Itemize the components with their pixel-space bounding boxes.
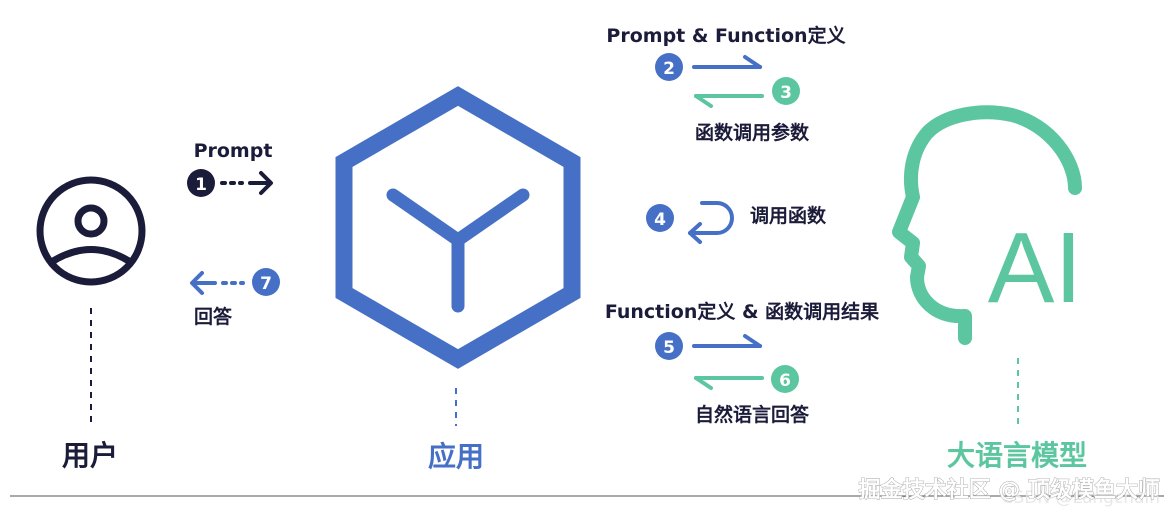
step5-number: 5 <box>663 338 675 358</box>
step5-badge <box>655 332 683 360</box>
user-label: 用户 <box>62 439 118 472</box>
step6-label: 自然语言回答 <box>695 403 810 426</box>
watermark-secondary: CSDN @Langchain <box>1002 488 1160 508</box>
step1-label: Prompt <box>194 140 273 162</box>
ai-head-text: AI <box>988 212 1082 324</box>
step2-arrow <box>692 55 762 69</box>
step3-label: 函数调用参数 <box>695 121 810 144</box>
step4-number: 4 <box>654 210 666 230</box>
step5-label: Function定义 & 函数调用结果 <box>605 300 879 323</box>
ai-head-icon: AI <box>892 105 1082 345</box>
step3-badge <box>772 77 800 105</box>
step2-label: Prompt & Function定义 <box>606 24 845 47</box>
step4-label: 调用函数 <box>750 204 827 227</box>
step2-badge <box>655 53 683 81</box>
step1-badge <box>187 169 215 197</box>
app-hexagon-icon <box>335 86 581 369</box>
step5-arrow <box>692 334 762 348</box>
step1-dotted-arrow <box>220 171 273 195</box>
step2-number: 2 <box>663 59 675 79</box>
app-label: 应用 <box>428 440 484 473</box>
step7-number: 7 <box>260 274 272 294</box>
step6-number: 6 <box>779 371 791 391</box>
step3-number: 3 <box>780 83 792 103</box>
step4-badge <box>646 204 674 232</box>
user-icon <box>36 176 146 286</box>
step4-loop-arrow <box>688 201 734 244</box>
step7-dotted-arrow <box>190 271 245 295</box>
step6-arrow <box>694 376 764 390</box>
llm-label: 大语言模型 <box>947 439 1087 472</box>
step3-arrow <box>694 94 764 108</box>
step7-label: 回答 <box>194 305 233 328</box>
step1-number: 1 <box>195 175 207 195</box>
step7-badge <box>252 268 280 296</box>
step6-badge <box>771 365 799 393</box>
watermark-primary: 掘金技术社区 @ 顶级模鱼大师 <box>859 477 1160 503</box>
